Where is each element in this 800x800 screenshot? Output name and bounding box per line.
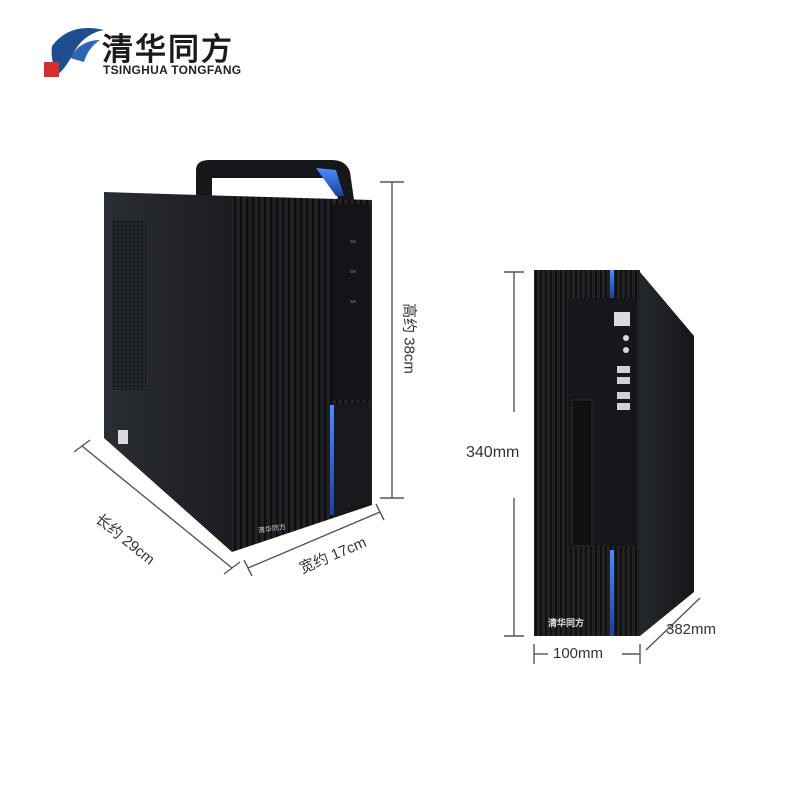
sff-blue-accent-bottom bbox=[610, 550, 614, 636]
sff-height-label: 340mm bbox=[466, 444, 520, 461]
sff-depth-label: 382mm bbox=[666, 621, 717, 638]
sff-blue-accent-top bbox=[610, 270, 614, 298]
sff-side-panel bbox=[640, 272, 694, 636]
tower-handle bbox=[196, 160, 354, 200]
sff-badge: 清华同方 bbox=[548, 618, 585, 628]
sff-optical-bay bbox=[571, 399, 593, 547]
brand-name-cn: 清华同方 bbox=[102, 32, 234, 68]
sff-usb-port bbox=[617, 366, 630, 373]
brand-name-en: TSINGHUA TONGFANG bbox=[103, 63, 242, 77]
sff-power-button bbox=[614, 312, 630, 326]
sff-width-label: 100mm bbox=[553, 645, 604, 662]
tower-blue-accent bbox=[330, 405, 334, 515]
tower-side-vent bbox=[112, 220, 146, 390]
